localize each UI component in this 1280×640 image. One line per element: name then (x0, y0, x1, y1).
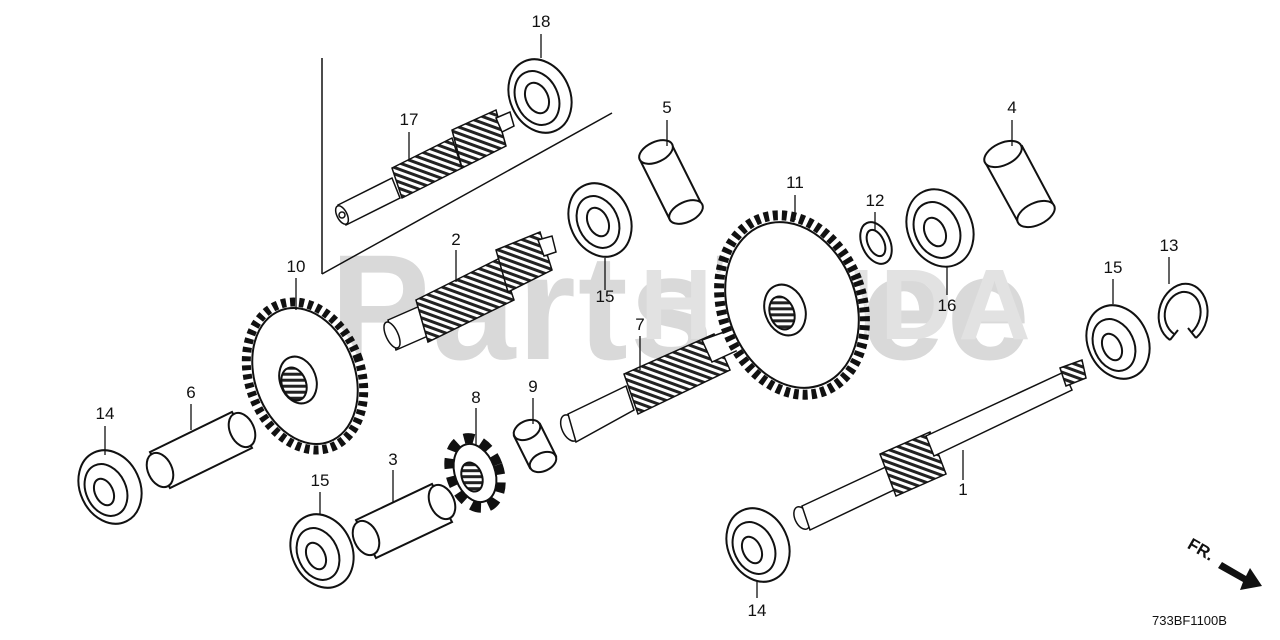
callout-14-bottom: 14 (747, 601, 767, 620)
bearing-18 (507, 58, 573, 134)
inset-border (321, 58, 613, 275)
callout-3: 3 (388, 450, 398, 469)
callout-16: 16 (937, 296, 957, 315)
callout-2: 2 (451, 230, 461, 249)
ring-5 (638, 139, 704, 225)
washer-12 (859, 221, 893, 265)
callout-1: 1 (958, 480, 968, 499)
callout-7: 7 (635, 315, 645, 334)
callout-5: 5 (662, 98, 672, 117)
callout-15-right: 15 (1103, 258, 1123, 277)
sprocket-8 (444, 433, 506, 513)
callout-13: 13 (1159, 236, 1179, 255)
shaft-2 (383, 230, 557, 352)
bearing-15-lower (289, 513, 355, 589)
gear-10 (241, 297, 369, 455)
callout-4: 4 (1007, 98, 1017, 117)
callout-6: 6 (186, 383, 196, 402)
circlip-13 (1157, 282, 1209, 341)
bearing-14-left (77, 449, 143, 525)
shaft-17 (334, 108, 515, 227)
callout-12: 12 (865, 191, 885, 210)
collar-6 (145, 410, 257, 490)
callout-11: 11 (786, 173, 804, 192)
callout-9: 9 (528, 377, 538, 396)
countershaft-1 (793, 359, 1087, 532)
callout-14-left: 14 (95, 404, 115, 423)
callout-15-upper: 15 (595, 287, 615, 306)
front-direction-arrow (1218, 562, 1262, 590)
leader-lines (104, 34, 1170, 598)
callout-10: 10 (286, 257, 306, 276)
collar-3 (351, 482, 457, 560)
ring-4 (983, 139, 1056, 229)
callout-17: 17 (399, 110, 419, 129)
bushing-9 (512, 418, 558, 474)
callout-8: 8 (471, 388, 481, 407)
callout-15-lower: 15 (310, 471, 330, 490)
bearing-16 (905, 188, 975, 268)
diagram-code: 733BF1100B (1152, 613, 1227, 628)
bearing-15-right (1085, 304, 1151, 380)
bearing-15-upper (567, 182, 633, 258)
gear-11 (714, 210, 870, 400)
callout-18: 18 (531, 12, 551, 31)
bearing-14-bottom (725, 507, 791, 583)
